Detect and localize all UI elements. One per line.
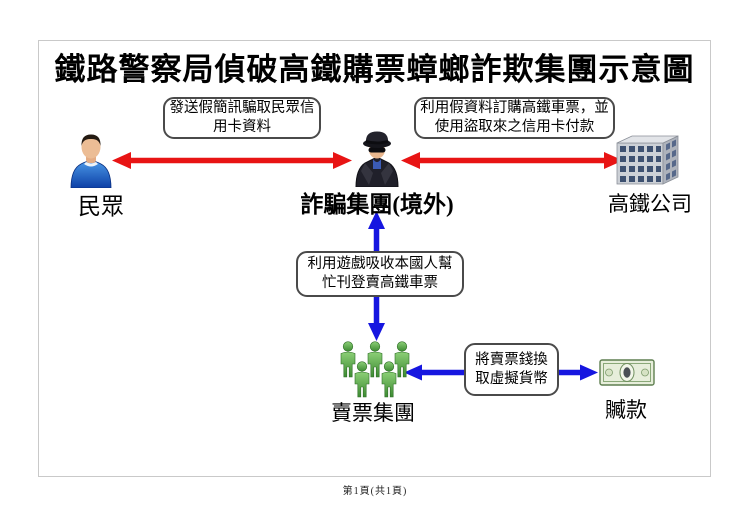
callout-line: 利用假資料訂購高鐵車票，並: [420, 100, 609, 116]
dollar-bill-icon: [599, 359, 655, 386]
callout-line: 發送假簡訊騙取民眾信: [169, 100, 315, 116]
callout-line: 忙刊登賣高鐵車票: [322, 275, 438, 291]
arrow-head-left: [404, 364, 422, 381]
spy-icon: [355, 131, 399, 187]
arrow-head-right: [580, 364, 598, 381]
callout-fake-booking: 利用假資料訂購高鐵車票，並 使用盜取來之信用卡付款: [414, 97, 615, 139]
page-indicator: 第1頁(共1頁): [342, 486, 408, 497]
callout-line: 使用盜取來之信用卡付款: [434, 119, 595, 135]
callout-line: 取虛擬貨幣: [475, 370, 548, 387]
node-label-hsr-company: 高鐵公司: [608, 192, 692, 216]
node-label-ticket-sellers: 賣票集團: [331, 401, 415, 425]
callout-line: 利用遊戲吸收本國人幫: [307, 256, 453, 272]
node-label-stolen-money: 贓款: [605, 398, 647, 422]
red-double-arrow-public-fraud: [112, 152, 352, 169]
callout-line: 將賣票錢換: [475, 351, 548, 368]
blue-person-icon: [70, 134, 112, 188]
node-label-fraud-group: 詐騙集團(境外): [300, 192, 454, 217]
callout-fake-sms: 發送假簡訊騙取民眾信 用卡資料: [163, 97, 321, 139]
green-people-group-icon: [340, 341, 410, 398]
red-double-arrow-fraud-company: [401, 152, 623, 169]
node-label-public: 民眾: [78, 194, 124, 219]
arrow-head-down: [368, 323, 385, 341]
arrow-head-up: [368, 211, 385, 229]
callout-exchange-crypto: 將賣票錢換 取虛擬貨幣: [464, 343, 559, 396]
arrow-head-left: [112, 152, 131, 169]
diagram-title: 鐵路警察局偵破高鐵購票蟑螂詐欺集團示意圖: [54, 52, 695, 87]
callout-recruit-sellers: 利用遊戲吸收本國人幫 忙刊登賣高鐵車票: [296, 251, 464, 297]
office-building-icon: [616, 135, 679, 185]
callout-line: 用卡資料: [213, 119, 271, 135]
arrow-head-right: [333, 152, 352, 169]
arrow-head-left: [401, 152, 420, 169]
arrow-head-right: [604, 152, 623, 169]
